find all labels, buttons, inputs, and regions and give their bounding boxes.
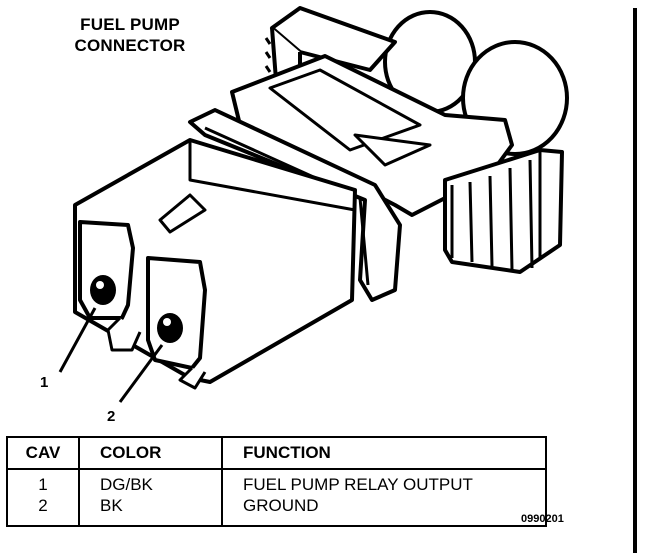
callout-1-leader [58, 307, 97, 373]
row-2-cav: 2 [38, 496, 48, 515]
connector-top-housing [270, 6, 397, 72]
header-cav: CAV [6, 436, 80, 470]
row-1-color: DG/BK [100, 475, 153, 494]
cavity-slot-2 [146, 256, 207, 370]
header-function: FUNCTION [221, 436, 547, 470]
header-color: COLOR [78, 436, 223, 470]
connector-front-body [73, 138, 357, 384]
callout-2-label: 2 [107, 408, 116, 425]
table-header-row: CAV COLOR FUNCTION [6, 436, 547, 470]
title-line-2: CONNECTOR [74, 36, 186, 55]
terminal-1 [90, 275, 116, 305]
diagram-title: FUEL PUMP CONNECTOR [55, 14, 205, 56]
page-border-rule [633, 8, 637, 553]
row-1-cav: 1 [38, 475, 48, 494]
cavity-table: CAV COLOR FUNCTION 1 2 DG/BK BK FUEL PUM… [6, 436, 547, 527]
row-1-function: FUEL PUMP RELAY OUTPUT [243, 475, 473, 494]
figure-id: 0990201 [521, 513, 564, 525]
table-body-row: 1 2 DG/BK BK FUEL PUMP RELAY OUTPUT GROU… [6, 468, 547, 527]
row-2-color: BK [100, 496, 123, 515]
callout-2-leader [118, 344, 164, 403]
terminal-2 [157, 313, 183, 343]
row-2-function: GROUND [243, 496, 319, 515]
title-line-1: FUEL PUMP [80, 15, 180, 34]
callout-1-label: 1 [40, 374, 49, 391]
